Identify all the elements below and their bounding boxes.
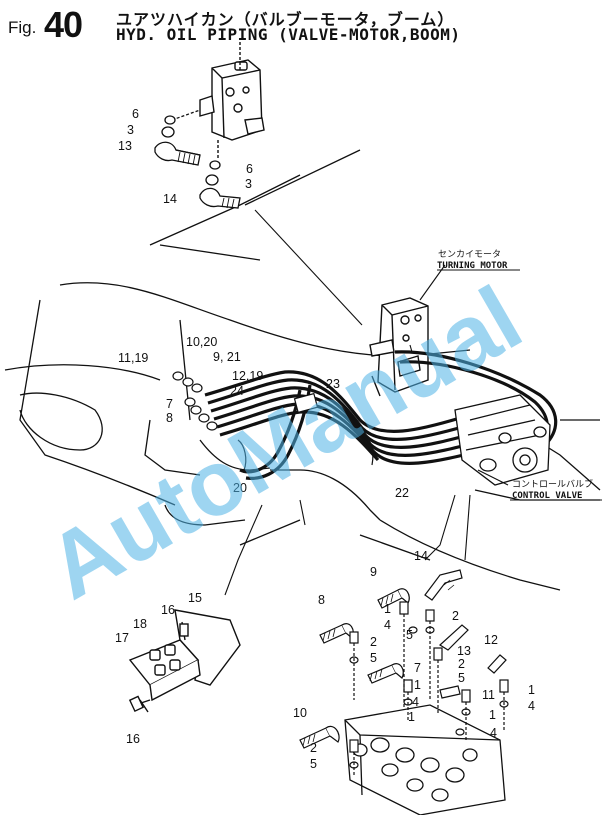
part-label: 13: [118, 139, 132, 153]
part-label: 2: [458, 657, 465, 671]
part-label: 17: [115, 631, 129, 645]
diagram-title-japanese: ユアツハイカン（バルブーモータ，ブーム）: [116, 12, 455, 29]
part-label: 18: [133, 617, 147, 631]
part-label: 1: [384, 602, 391, 616]
top-valve-block: [199, 40, 265, 160]
part-label: 5: [406, 628, 413, 642]
part-label: 1: [408, 710, 415, 724]
part-label: 24: [230, 384, 244, 398]
part-label: 10: [293, 706, 307, 720]
figure-number: 40: [44, 4, 83, 45]
control-valve-assembly: [454, 394, 551, 486]
part-label: 4: [412, 695, 419, 709]
part-label: 15: [188, 591, 202, 605]
figure-prefix: Fig.: [8, 18, 37, 37]
part-label: 12: [484, 633, 498, 647]
part-label: 4: [528, 699, 535, 713]
control-valve-caption-en: CONTROL VALVE: [512, 491, 582, 501]
part-label: 8: [166, 411, 173, 425]
part-label: 11,19: [118, 351, 148, 365]
part-label: 12,19: [232, 369, 263, 383]
exploded-fittings: [299, 569, 509, 775]
hose-bundle: [204, 350, 558, 480]
part-label: 3: [127, 123, 134, 137]
part-label: 1: [489, 708, 496, 722]
machine-outline: [4, 149, 601, 591]
hose-clamps: [237, 429, 374, 471]
part-label: 1: [528, 683, 535, 697]
part-label: 11: [482, 688, 495, 702]
part-label: 5: [370, 651, 377, 665]
part-label: 8: [318, 593, 325, 607]
part-label: 10,20: [186, 335, 217, 349]
part-label: 4: [490, 726, 497, 740]
part-label: 20: [233, 481, 247, 495]
part-label: 9, 21: [213, 350, 241, 364]
part-label: 4: [384, 618, 391, 632]
part-label: 5: [310, 757, 317, 771]
part-label: 14: [414, 549, 428, 563]
part-label: 14: [163, 192, 177, 206]
detail-leader-lines: [224, 209, 509, 596]
part-label: 2: [310, 741, 317, 755]
component-callouts: センカイモータ TURNING MOTOR コントロールバルブ CONTROL …: [437, 249, 602, 501]
part-label: 2: [370, 635, 377, 649]
part-label: 1: [414, 678, 421, 692]
part-label: 13: [457, 644, 471, 658]
part-label: 5: [458, 671, 465, 685]
part-label: 6: [246, 162, 253, 176]
control-valve-caption-jp: コントロールバルブ: [512, 478, 593, 489]
part-label: 16: [126, 732, 140, 746]
part-number-labels: 6 3 13 6 3 14 10,20 11,19 9, 21 12,19 24…: [115, 107, 535, 771]
part-label: 9: [370, 565, 377, 579]
part-label: 6: [132, 107, 139, 121]
turning-motor-caption-jp: センカイモータ: [438, 249, 501, 259]
part-label: 23: [326, 377, 340, 391]
exploded-control-valve: [344, 704, 506, 815]
part-label: 22: [395, 486, 409, 500]
valve-bracket: [128, 609, 241, 713]
left-hose-fittings: [172, 371, 319, 431]
part-label: 7: [166, 397, 173, 411]
turning-motor: [369, 297, 429, 397]
part-label: 3: [245, 177, 252, 191]
part-label: 16: [161, 603, 175, 617]
turning-motor-caption-en: TURNING MOTOR: [437, 261, 508, 271]
part-label: 7: [414, 661, 421, 675]
part-label: 2: [452, 609, 459, 623]
top-fittings: [154, 109, 241, 209]
diagram-title-english: HYD. OIL PIPING (VALVE-MOTOR,BOOM): [116, 25, 461, 44]
